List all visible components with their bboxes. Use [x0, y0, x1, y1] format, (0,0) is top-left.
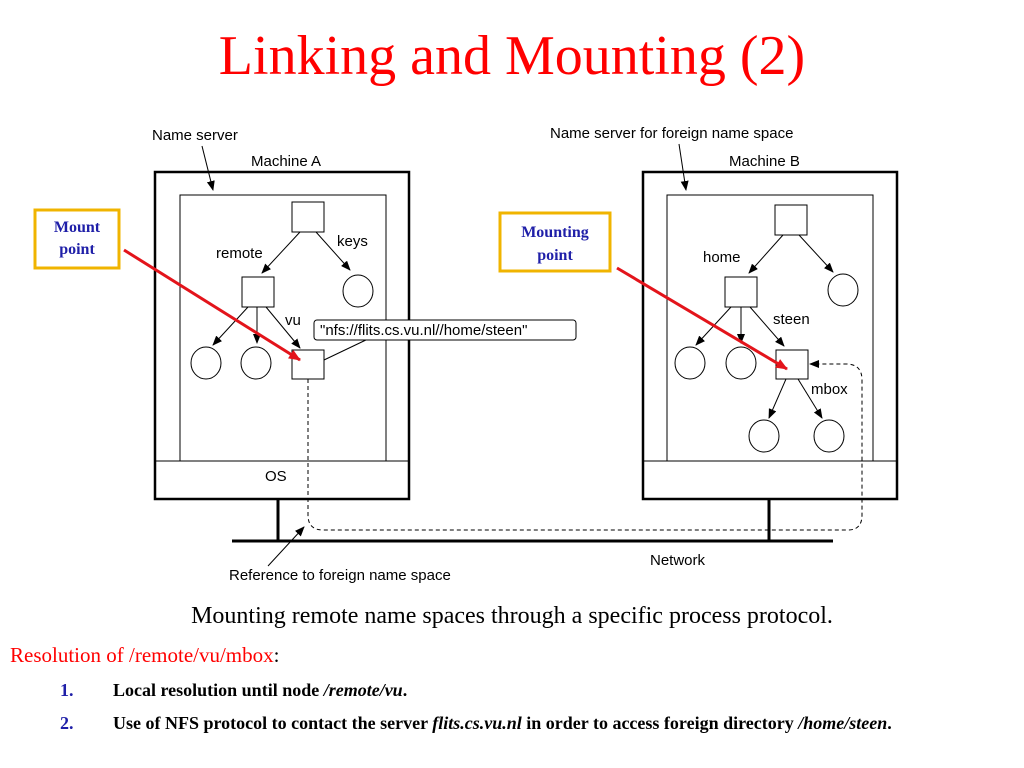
- root-node-b: [774, 204, 808, 236]
- step-2-number: 2.: [60, 713, 74, 733]
- step-1-number: 1.: [60, 680, 74, 700]
- reference-label: Reference to foreign name space: [229, 567, 451, 584]
- mounting-point-callout: [498, 211, 612, 273]
- home-leaf-2: [725, 346, 757, 380]
- resolution-heading-text: Resolution of /remote/vu/mbox: [10, 643, 274, 667]
- steen-leaf-1: [748, 419, 780, 453]
- resolution-heading-colon: :: [273, 643, 280, 667]
- keys-leaf: [342, 274, 374, 308]
- step-1-end: .: [402, 680, 408, 700]
- machine-a-label: Machine A: [251, 153, 321, 170]
- nfs-label-connector: [323, 338, 369, 361]
- mount-point-arrow: [123, 248, 301, 362]
- remote-label: remote: [216, 245, 263, 262]
- step-2-end: .: [887, 713, 892, 733]
- name-server-pointer: [201, 145, 215, 191]
- home-node: [724, 276, 758, 308]
- remote-leaf-2: [240, 346, 272, 380]
- mount-point-line2: point: [59, 241, 95, 258]
- edge-home-steen: [749, 306, 785, 347]
- step-2-text: Use of NFS protocol to contact the serve…: [113, 713, 433, 733]
- steen-node: [775, 349, 809, 380]
- edge-steen-leaf2: [797, 378, 823, 419]
- slide-title: Linking and Mounting (2): [218, 25, 806, 87]
- edge-root-keys: [315, 231, 351, 271]
- edge-root-b-leaf: [798, 234, 834, 273]
- step-1-body: Local resolution until node /remote/vu.: [113, 677, 993, 703]
- mounting-diagram: Machine A Name server OS remote keys vu …: [33, 125, 899, 584]
- os-label: OS: [265, 468, 287, 485]
- step-1-path: /remote/vu: [323, 680, 403, 700]
- home-label: home: [703, 249, 741, 266]
- edge-steen-leaf1: [768, 378, 787, 419]
- step-2-body: Use of NFS protocol to contact the serve…: [113, 710, 993, 736]
- foreign-name-server-pointer: [678, 143, 689, 191]
- vu-label: vu: [285, 312, 301, 329]
- edge-root-remote: [261, 231, 301, 274]
- mounting-point-line2: point: [537, 247, 573, 264]
- edge-remote-leaf1: [212, 306, 249, 346]
- nfs-url-box: [313, 319, 577, 341]
- foreign-name-server-label: Name server for foreign name space: [550, 125, 793, 142]
- mount-point-line1: Mount: [54, 219, 101, 236]
- network-label: Network: [650, 552, 706, 569]
- steen-label: steen: [773, 311, 810, 328]
- nfs-url-label: "nfs://flits.cs.vu.nl//home/steen": [320, 322, 527, 339]
- keys-label: keys: [337, 233, 368, 250]
- machine-b-label: Machine B: [729, 153, 800, 170]
- step-1-text: Local resolution until node: [113, 680, 324, 700]
- steen-leaf-2: [813, 419, 845, 453]
- root-node-a: [291, 201, 325, 233]
- vu-node: [291, 349, 325, 380]
- mounting-point-line1: Mounting: [521, 224, 589, 241]
- edge-root-home: [748, 234, 784, 274]
- root-b-leaf: [827, 273, 859, 307]
- step-2-directory: /home/steen: [798, 713, 888, 733]
- name-server-label: Name server: [152, 127, 238, 144]
- remote-leaf-1: [190, 346, 222, 380]
- diagram-caption: Mounting remote name spaces through a sp…: [191, 603, 833, 629]
- mbox-label: mbox: [811, 381, 848, 398]
- home-leaf-1: [674, 346, 706, 380]
- edge-remote-vu: [265, 306, 301, 349]
- step-2-server: flits.cs.vu.nl: [432, 713, 522, 733]
- foreign-reference-path: [307, 360, 863, 531]
- step-2-middle: in order to access foreign directory: [521, 713, 799, 733]
- mount-point-callout: [33, 208, 121, 270]
- reference-pointer: [267, 526, 305, 567]
- mounting-point-arrow: [616, 266, 788, 371]
- remote-node: [241, 276, 275, 308]
- resolution-heading: Resolution of /remote/vu/mbox:: [10, 643, 279, 668]
